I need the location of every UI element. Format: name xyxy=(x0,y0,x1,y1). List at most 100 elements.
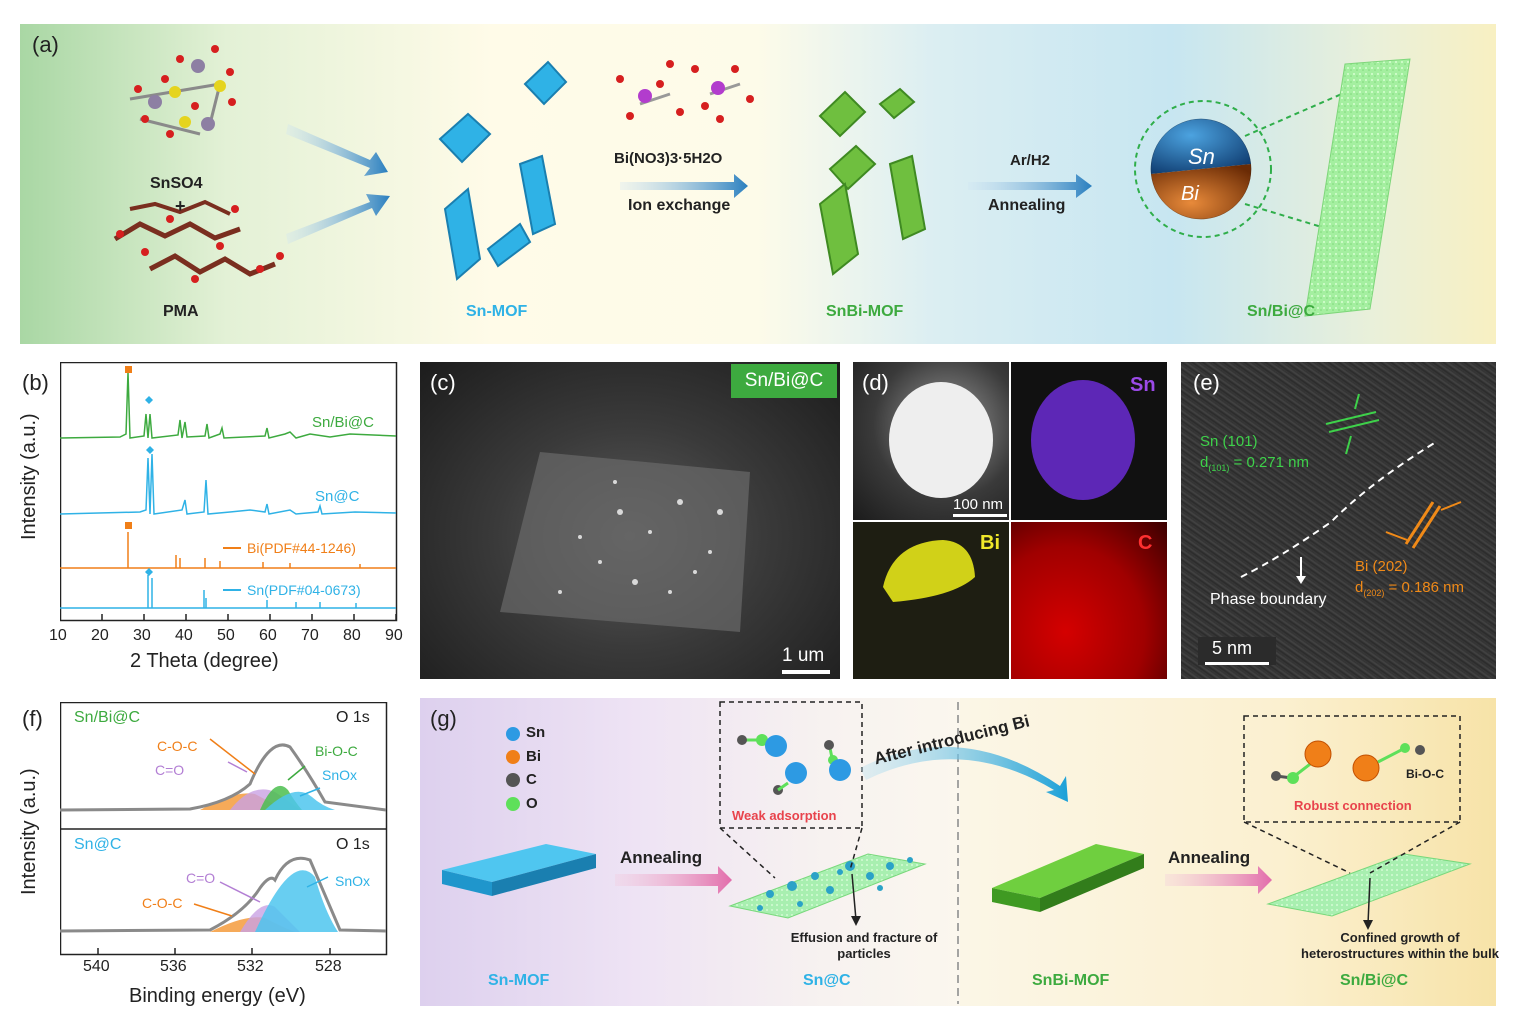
annealing-2-label: Annealing xyxy=(1168,848,1251,867)
panel-f-ylabel: Intensity (a.u.) xyxy=(18,768,40,895)
sem-scale-text: 1 um xyxy=(782,645,825,666)
bond-label: Bi-O-C xyxy=(1406,767,1444,781)
pma-molecule-icon xyxy=(113,199,284,283)
ion-exchange-label: Ion exchange xyxy=(628,197,731,214)
panel-g-label: (g) xyxy=(430,706,457,731)
xps-top-peak-coc: C-O-C xyxy=(157,738,198,754)
o-atom-icon xyxy=(506,797,520,811)
snc-slab-icon xyxy=(728,853,927,919)
hrtem-scale-bar xyxy=(1205,662,1269,665)
sn-marker-icon xyxy=(145,396,153,404)
xrd-chart xyxy=(60,362,398,622)
legend-bi: Bi xyxy=(526,748,541,765)
xps-top-sample: Sn/Bi@C xyxy=(74,709,141,726)
robust-connection-label: Robust connection xyxy=(1294,798,1412,813)
reactant-snso4: SnSO4 xyxy=(150,175,203,192)
sn-bi-sphere-icon xyxy=(1150,118,1252,220)
xps-top-peak-bioc: Bi-O-C xyxy=(315,743,358,759)
annealing-label: Annealing xyxy=(988,197,1066,214)
bi-d-spacing: d(202) = 0.186 nm xyxy=(1355,579,1464,598)
sn-map xyxy=(1011,362,1167,520)
panel-g-scheme xyxy=(442,701,1472,1004)
arrow-icon xyxy=(620,174,748,198)
robust-connection-icon xyxy=(1271,740,1425,784)
weak-adsorption-icon xyxy=(737,734,851,795)
g-sn-mof-label: Sn-MOF xyxy=(488,972,550,989)
haadf-scale-text: 100 nm xyxy=(953,496,1004,513)
bi-map xyxy=(853,522,1009,679)
g-snbic-label: Sn/Bi@C xyxy=(1340,972,1409,989)
legend-c: C xyxy=(526,771,537,788)
hrtem-scale-box xyxy=(1198,637,1276,665)
g-snbi-mof-label: SnBi-MOF xyxy=(1032,972,1110,989)
plus-sign: + xyxy=(175,196,186,216)
ref-bi xyxy=(60,532,396,569)
c-atom-icon xyxy=(506,773,520,787)
ref-bi-label: Bi(PDF#44-1246) xyxy=(247,540,356,556)
bi-atom-icon xyxy=(506,750,520,764)
legend-sn: Sn xyxy=(526,724,546,741)
ref-sn-label: Sn(PDF#04-0673) xyxy=(247,582,361,598)
xps-xticks: 540 536 532 528 xyxy=(83,958,342,975)
sphere-bi-label: Bi xyxy=(1181,183,1199,205)
xps-bottom-trace xyxy=(60,856,387,933)
sn-marker-icon xyxy=(145,568,153,576)
bi-marker-icon xyxy=(125,366,132,373)
xps-bottom-sample: Sn@C xyxy=(74,836,122,853)
xps-top-peak-co: C=O xyxy=(155,762,185,778)
panel-e-label: (e) xyxy=(1193,370,1220,395)
bi-nitrate-molecule-icon xyxy=(616,60,754,123)
panel-a xyxy=(20,24,1496,344)
xps-bottom-peak-coc: C-O-C xyxy=(142,895,183,911)
sn-mof-plates-icon xyxy=(438,60,568,281)
weak-adsorption-label: Weak adsorption xyxy=(732,808,837,823)
sem-scale-bar xyxy=(782,670,830,674)
xps-chart xyxy=(60,702,388,956)
panel-b-xlabel: 2 Theta (degree) xyxy=(130,650,279,672)
sn-marker-icon xyxy=(146,446,154,454)
xps-bottom-peak-co: C=O xyxy=(186,870,216,886)
sn-plane-label: Sn (101) xyxy=(1200,433,1258,450)
trace-snbic xyxy=(60,371,397,440)
trace-snbic-label: Sn/Bi@C xyxy=(312,414,374,431)
arrow-icon xyxy=(615,866,732,894)
xps-bottom-peak-snox: SnOx xyxy=(335,873,371,889)
bi-plane-label: Bi (202) xyxy=(1355,558,1408,575)
sn-map-label: Sn xyxy=(1130,374,1156,396)
panel-b-ylabel: Intensity (a.u.) xyxy=(18,413,40,540)
zoom-circle xyxy=(1134,100,1272,238)
sn-atom-icon xyxy=(506,727,520,741)
legend-o: O xyxy=(526,795,538,812)
snbi-mof-slab-icon xyxy=(992,844,1144,912)
sem-image xyxy=(420,362,840,679)
bi-map-label: Bi xyxy=(980,532,1000,554)
trace-snc xyxy=(60,453,397,515)
panel-a-scheme xyxy=(113,45,1411,317)
panel-f-xlabel: Binding energy (eV) xyxy=(129,985,306,1007)
transition-arc-icon xyxy=(860,746,1068,802)
c-map-label: C xyxy=(1138,532,1153,554)
sphere-sn-label: Sn xyxy=(1188,144,1215,169)
confined-label: Confined growth of heterostructures with… xyxy=(1301,930,1499,961)
snso4-molecule-icon xyxy=(129,45,236,138)
panel-d-label: (d) xyxy=(862,370,889,395)
xps-top-region: O 1s xyxy=(336,709,370,726)
sn-d-spacing: d(101) = 0.271 nm xyxy=(1200,454,1309,473)
effusion-label: Effusion and fracture of particles xyxy=(790,930,938,961)
g-snc-label: Sn@C xyxy=(803,972,851,989)
haadf-scale-bar xyxy=(953,514,1007,517)
c-map xyxy=(1011,522,1167,679)
arrow-icon xyxy=(968,174,1092,198)
panel-a-label: (a) xyxy=(32,32,59,57)
xps-top-peak-snox: SnOx xyxy=(322,767,358,783)
product-label: Sn/Bi@C xyxy=(1247,303,1316,320)
panel-c-label: (c) xyxy=(430,370,456,395)
xrd-xticks: 10 20 30 40 50 60 70 80 90 xyxy=(49,627,403,644)
phase-boundary-label: Phase boundary xyxy=(1210,591,1327,608)
sem-tag: Sn/Bi@C xyxy=(731,364,837,398)
xps-top-trace xyxy=(60,743,387,812)
panel-f-label: (f) xyxy=(22,706,43,731)
snbi-mof-label: SnBi-MOF xyxy=(826,303,904,320)
sn-mof-slab-icon xyxy=(442,844,596,896)
xps-bottom-region: O 1s xyxy=(336,836,370,853)
